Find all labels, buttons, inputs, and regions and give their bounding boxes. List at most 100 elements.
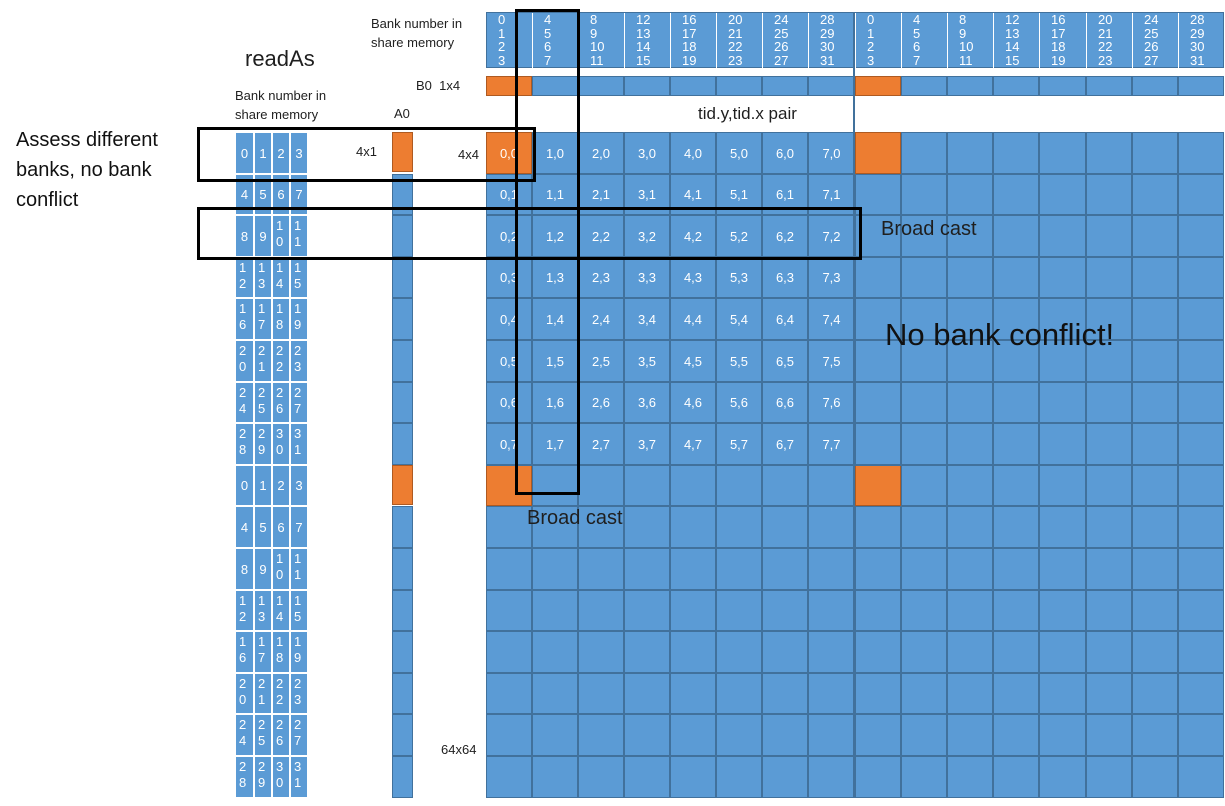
grid-cell [486,714,532,756]
smem-bank-digit: 1 [259,145,267,161]
bank-number-header: Bank number in share memory [371,16,463,50]
smem-bank-digit: 1 [294,567,302,582]
grid-cell [1132,382,1178,423]
smem-bank-digit: 8 [239,442,247,457]
grid-cell [1178,423,1224,465]
bank-number: 27 [774,52,789,68]
a0-fragment [392,756,413,798]
smem-bank-digit: 1 [276,301,284,316]
grid-cell [716,673,762,714]
grid-cell [947,132,993,174]
smem-bank-cell: 7 [290,506,308,548]
pair-cell: 5,5 [716,340,762,382]
bank-number: 23 [1098,52,1113,68]
a0-label: A0 [394,106,410,121]
bank-number: 25 [774,25,789,41]
grid-cell [947,506,993,548]
smem-bank-digit: 1 [294,634,302,649]
pair-cell: 3,7 [624,423,670,465]
grid-cell [716,548,762,590]
bank-number: 2 [867,39,875,54]
pair-cell: 2,7 [578,423,624,465]
smem-bank-digit: 2 [239,717,247,732]
bank-number: 26 [774,39,789,54]
grid-cell [1039,132,1086,174]
grid-cell [947,756,993,798]
grid-cell [716,756,762,798]
pair-cell: 4,6 [670,382,716,423]
smem-bank-digit: 1 [276,634,284,649]
bank-number: 9 [590,25,598,41]
smem-bank-digit: 1 [258,260,266,275]
grid-cell [808,506,855,548]
smem-bank-cell: 5 [254,506,272,548]
smem-bank-digit: 0 [240,478,249,493]
grid-cell [947,590,993,631]
grid-cell [947,257,993,298]
smem-bank-digit: 3 [294,426,302,441]
smem-bank-cell: 6 [272,174,290,215]
grid-cell [993,215,1039,257]
smem-bank-digit: 1 [258,301,266,316]
smem-bank-digit: 3 [295,145,303,161]
grid-cell [578,465,624,506]
bank-number: 3 [498,52,506,68]
smem-bank-digit: 2 [276,676,284,691]
bank-number: 13 [636,25,651,41]
smem-bank-digit: 4 [276,609,284,624]
smem-bank-digit: 7 [258,317,266,332]
grid-cell [578,590,624,631]
broadcast-row-label: Broad cast [881,218,977,240]
grid-cell [901,590,947,631]
pair-cell: 0,2 [486,215,532,257]
bank-number: 5 [913,25,921,41]
grid-cell [1178,298,1224,340]
pair-cell: 3,6 [624,382,670,423]
grid-cell [993,590,1039,631]
grid-cell [1178,215,1224,257]
grid-cell [1086,465,1132,506]
smem-bank-digit: 2 [277,478,285,493]
bank-number: 8 [959,12,967,27]
pair-cell: 6,0 [762,132,808,174]
smem-bank-digit: 1 [258,692,266,707]
grid-cell [1039,673,1086,714]
smem-bank-digit: 1 [258,593,266,608]
smem-bank-digit: 3 [276,426,284,441]
bank-number: 0 [867,12,875,27]
smem-bank-digit: 4 [239,401,247,416]
pair-cell: 5,7 [716,423,762,465]
bank-number: 28 [820,12,835,27]
grid-cell [762,548,808,590]
smem-bank-digit: 7 [294,401,302,416]
grid-cell [1086,714,1132,756]
pair-cell: 2,5 [578,340,624,382]
smem-bank-digit: 2 [294,385,302,400]
grid-cell [855,631,901,673]
grid-cell [486,756,532,798]
grid-cell [1178,673,1224,714]
grid-cell [993,506,1039,548]
grid-cell [901,257,947,298]
grid-cell [762,756,808,798]
grid-cell [901,132,947,174]
a0-fragment [392,548,413,590]
b0-fragment-highlight [855,76,901,96]
smem-bank-digit: 5 [259,519,267,535]
grid-cell [1178,548,1224,590]
smem-bank-cell: 3 [290,465,308,506]
grid-cell [947,548,993,590]
